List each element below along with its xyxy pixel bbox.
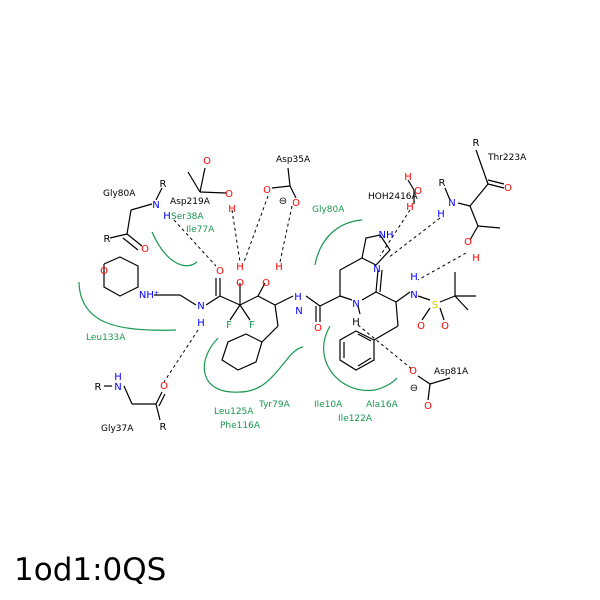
atom-n-his: N — [373, 264, 380, 275]
hydrogen-bonds — [163, 195, 467, 383]
hydrophobic-arc-leu125 — [203, 337, 241, 393]
atom-n-gly37: N — [114, 382, 121, 393]
residue-label-ile122a: Ile122A — [338, 414, 373, 424]
residue-label-leu125a: Leu125A — [214, 407, 254, 417]
atom-n-amide1: N — [197, 301, 204, 312]
atom-r-gly37: R — [95, 382, 102, 393]
atom-o-thr: O — [504, 183, 512, 194]
atom-h-amide1: H — [197, 318, 205, 329]
atom-o-gly80: O — [141, 244, 149, 255]
residue-label-tyr79a: Tyr79A — [258, 400, 291, 410]
hydrophobic-arc-tyr79 — [239, 346, 304, 393]
hydrophobic-arc-gly80 — [314, 219, 363, 266]
atom-minus-asp35: ⊖ — [279, 196, 287, 207]
atom-s-sulf: S — [432, 300, 438, 311]
hydrophobic-arc-leu133 — [78, 281, 177, 331]
atom-h-amide2: H — [294, 292, 302, 303]
atom-o-asp81-2: O — [424, 401, 432, 412]
atom-n-sulf: N — [410, 290, 417, 301]
residue-label-ala16a: Ala16A — [366, 400, 399, 410]
atom-r-thr: R — [473, 138, 480, 149]
atom-h-core: H — [352, 317, 360, 328]
atom-f1: F — [226, 320, 232, 331]
atom-h-gly37: H — [114, 372, 122, 383]
diagram-caption: 1od1:0QS — [14, 552, 167, 588]
residue-label-asp219a: Asp219A — [170, 197, 211, 207]
atom-o-amide2: O — [314, 323, 322, 334]
atom-o-lig2: O — [262, 278, 270, 289]
residue-label-gly80a-top: Gly80A — [103, 189, 136, 199]
atom-n-morpholine: NH⁺ — [139, 290, 159, 301]
atom-f2: F — [249, 320, 255, 331]
hydrophobic-contacts — [78, 219, 398, 393]
atom-h-lig1: H — [236, 262, 244, 273]
atom-r-gly37-2: R — [160, 422, 167, 433]
atom-h-hoh2: H — [406, 202, 414, 213]
residue-label-ser38a: Ser38A — [171, 212, 204, 222]
atom-o-gly37: O — [160, 381, 168, 392]
atom-n-core: N — [352, 299, 359, 310]
atom-labels: R N H R O O H O O ⊖ O O H H O H R N H R … — [95, 138, 513, 433]
residue-label-gly37a: Gly37A — [101, 424, 134, 434]
residue-label-gly80a-green: Gly80A — [312, 205, 345, 215]
atom-o-asp219-1: O — [203, 156, 211, 167]
hydrophobic-arc-ala16 — [374, 377, 398, 391]
hydrophobic-arc-ile77 — [151, 231, 198, 267]
atom-h-hoh1: H — [404, 172, 412, 183]
atom-h-asp219: H — [228, 204, 236, 215]
atom-o-lig1: O — [236, 278, 244, 289]
atom-nh-his: NH — [379, 230, 394, 241]
atom-o-asp35-1: O — [263, 185, 271, 196]
bonds — [103, 149, 505, 421]
atom-o-asp35-2: O — [292, 198, 300, 209]
residue-label-hoh2416a: HOH2416A — [368, 192, 419, 202]
atom-minus-asp81: ⊖ — [410, 383, 418, 394]
atom-r-gly80-2: R — [104, 234, 111, 245]
residue-label-ile77a: Ile77A — [186, 225, 215, 235]
atom-o-thr-oh: O — [464, 237, 472, 248]
residue-label-ile10a: Ile10A — [314, 400, 343, 410]
atom-o-amide1: O — [216, 266, 224, 277]
atom-n-amide2: N — [295, 306, 302, 317]
hydrophobic-arc-ile10 — [323, 325, 376, 392]
atom-n-gly80: N — [152, 200, 159, 211]
atom-o-s2: O — [441, 321, 449, 332]
residue-labels: Thr223A Asp35A Gly80A Asp219A HOH2416A G… — [86, 153, 527, 434]
atom-o-s1: O — [417, 321, 425, 332]
atom-h-thr-n: H — [437, 209, 445, 220]
atom-o-hoh: O — [414, 186, 422, 197]
atom-h-thr-oh: H — [472, 253, 480, 264]
atom-r-thr-n: R — [439, 178, 446, 189]
residue-label-asp35a: Asp35A — [276, 155, 311, 165]
atom-o-morpholine: O — [100, 266, 108, 277]
residue-label-phe116a: Phe116A — [220, 421, 261, 431]
atom-o-asp81: O — [409, 366, 417, 377]
atom-o-asp219-2: O — [225, 189, 233, 200]
residue-label-leu133a: Leu133A — [86, 333, 126, 343]
atom-n-thr: N — [448, 198, 455, 209]
residue-label-asp81a: Asp81A — [434, 367, 469, 377]
atom-r-gly80: R — [160, 179, 167, 190]
atom-h-gly80: H — [163, 211, 171, 222]
residue-label-thr223a: Thr223A — [487, 153, 527, 163]
atom-h-sulf: H — [410, 272, 418, 283]
atom-h-lig2: H — [275, 262, 283, 273]
